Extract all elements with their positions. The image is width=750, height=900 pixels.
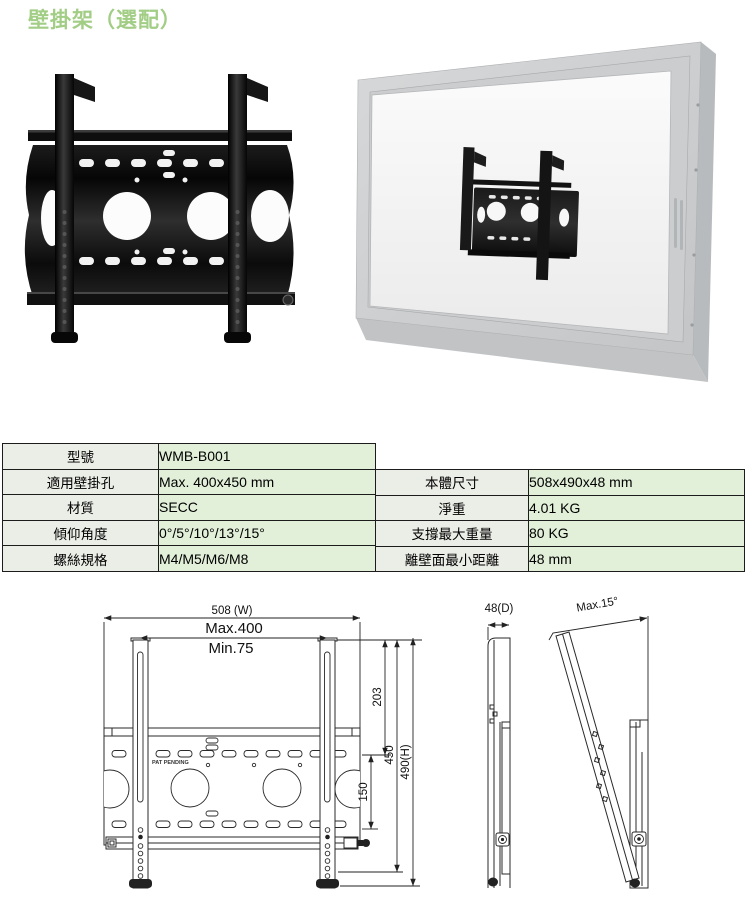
table-row: 適用壁掛孔 Max. 400x450 mm — [2, 468, 376, 496]
table-row: 淨重 4.01 KG — [375, 494, 745, 522]
table-row: 支撐最大重量 80 KG — [375, 520, 745, 547]
display-rear-photo — [355, 41, 716, 382]
spec-label: 適用壁掛孔 — [2, 468, 159, 496]
dimensional-drawings: PAT PENDING — [103, 595, 649, 889]
table-row: 本體尺寸 508x490x48 mm — [375, 469, 745, 496]
dim-plate-span: 150 — [358, 782, 370, 801]
spec-label: 材質 — [2, 494, 159, 521]
frame-vents — [674, 198, 683, 250]
dim-overall-width: 508 (W) — [212, 605, 253, 617]
frame-screws — [690, 103, 700, 327]
patent-text: PAT PENDING — [152, 760, 189, 766]
bracket-wall-plate — [24, 145, 294, 297]
table-row: 螺絲規格 M4/M5/M6/M8 — [2, 545, 376, 572]
tilt-adjust-holes — [591, 730, 609, 803]
spec-value: 508x490x48 mm — [528, 469, 745, 496]
dim-overall-height: 490(H) — [400, 744, 412, 779]
cutout-circle — [187, 192, 235, 240]
dim-depth: 48(D) — [485, 603, 514, 615]
spec-value: 80 KG — [528, 520, 745, 547]
table-row: 材質 SECC — [2, 494, 376, 521]
front-view-drawing: PAT PENDING — [103, 605, 422, 889]
front-view-dimensions: 508 (W) Max.400 Min.75 150 203 450 490(H… — [103, 605, 422, 887]
spec-value: 48 mm — [528, 545, 745, 573]
mount-slots — [79, 150, 224, 265]
mounted-bracket — [459, 147, 579, 281]
bracket-left-rail — [51, 74, 95, 343]
cutout-oval — [251, 190, 289, 242]
spec-label: 支撐最大重量 — [375, 520, 529, 547]
spec-label: 型號 — [2, 443, 159, 470]
spec-label: 淨重 — [375, 494, 529, 522]
bracket-product-photo — [24, 74, 295, 343]
bracket-top-rail — [28, 130, 292, 141]
dim-hole-pitch-min: Min.75 — [208, 640, 253, 657]
spec-value: Max. 400x450 mm — [158, 468, 376, 496]
table-row: 離壁面最小距離 48 mm — [375, 545, 745, 573]
table-row: 型號 WMB-B001 — [2, 443, 376, 470]
spec-value: 0°/5°/10°/13°/15° — [158, 519, 376, 547]
tilt-view-drawing: Max.15° — [548, 595, 649, 889]
front-bottom-bar — [105, 836, 370, 850]
lock-screw — [282, 294, 294, 306]
spec-table-left: 型號 WMB-B001 適用壁掛孔 Max. 400x450 mm 材質 SEC… — [2, 443, 376, 572]
dim-upper: 203 — [372, 687, 384, 706]
bracket-right-rail — [224, 74, 268, 343]
spec-label: 螺絲規格 — [2, 545, 159, 572]
front-left-rail — [129, 637, 152, 889]
spec-label: 傾仰角度 — [2, 519, 159, 547]
dim-rail-span: 450 — [384, 745, 396, 764]
spec-table-right: 本體尺寸 508x490x48 mm 淨重 4.01 KG 支撐最大重量 80 … — [375, 469, 745, 573]
page-title: 壁掛架（選配） — [28, 9, 182, 32]
spec-label: 本體尺寸 — [375, 469, 529, 496]
dim-tilt-angle: Max.15° — [576, 595, 620, 614]
spec-value: 4.01 KG — [528, 494, 745, 522]
front-right-rail — [316, 637, 339, 889]
spec-value: M4/M5/M6/M8 — [158, 545, 376, 572]
spec-value: WMB-B001 — [158, 443, 376, 470]
dim-hole-pitch-max: Max.400 — [205, 620, 263, 637]
cutout-circle — [103, 192, 151, 240]
spec-label: 離壁面最小距離 — [375, 545, 529, 573]
table-row: 傾仰角度 0°/5°/10°/13°/15° — [2, 519, 376, 547]
spec-value: SECC — [158, 494, 376, 521]
side-view-drawing: 48(D) — [485, 603, 514, 888]
